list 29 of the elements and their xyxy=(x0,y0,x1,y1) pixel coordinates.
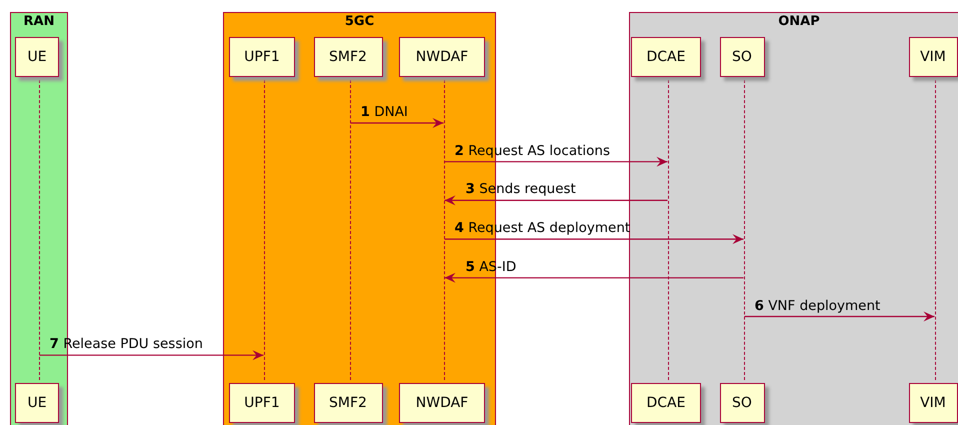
participant-box: DCAE xyxy=(631,383,701,423)
participant-box: UE xyxy=(15,383,59,423)
message-arrow xyxy=(444,156,668,167)
message-arrow xyxy=(444,195,668,206)
participant-box: UPF1 xyxy=(229,383,295,423)
group-title: ONAP xyxy=(777,14,821,29)
message-arrow xyxy=(40,350,264,360)
participant-box: UE xyxy=(15,37,59,77)
participant-box: SO xyxy=(720,383,764,423)
message-arrow xyxy=(444,234,744,244)
lifeline xyxy=(934,80,936,380)
participant-box: DCAE xyxy=(631,37,701,77)
message-label: 6 VNF deployment xyxy=(754,298,880,314)
message-arrow xyxy=(744,312,934,322)
participant-box: UPF1 xyxy=(229,37,295,77)
group-band xyxy=(629,12,958,425)
participant-box: NWDAF xyxy=(399,37,485,77)
message-arrow xyxy=(444,272,744,283)
participant-box: VIM xyxy=(908,37,958,77)
lifeline xyxy=(38,80,40,380)
message-label: 1 DNAI xyxy=(360,104,408,120)
participant-box: SMF2 xyxy=(314,383,382,423)
participant-box: NWDAF xyxy=(399,383,485,423)
participant-box: SMF2 xyxy=(314,37,382,77)
message-arrow xyxy=(350,118,444,128)
participant-box: SO xyxy=(720,37,764,77)
group-title: 5GC xyxy=(344,14,376,29)
group-title: RAN xyxy=(22,14,56,29)
participant-box: VIM xyxy=(908,383,958,423)
